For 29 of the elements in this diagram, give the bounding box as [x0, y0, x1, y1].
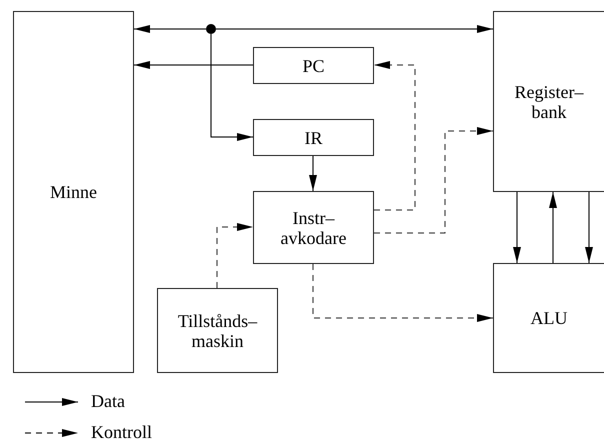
legend-label: Data: [91, 391, 125, 411]
junction-dot: [206, 24, 216, 34]
data-arrow: [309, 156, 317, 192]
legend-label: Kontroll: [91, 422, 152, 439]
control-arrow: [374, 127, 494, 234]
control-arrow: [374, 61, 416, 210]
block-box: [493, 11, 604, 192]
data-arrow: [210, 34, 254, 141]
data-arrow: [216, 25, 494, 33]
block-label: Tillstånds– maskin: [176, 310, 258, 350]
block-label: PC: [302, 56, 325, 76]
block-label: ALU: [530, 308, 568, 328]
data-arrow: [134, 61, 254, 69]
block-box: [253, 191, 374, 264]
block-box: [13, 11, 134, 373]
block-label: IR: [304, 128, 322, 148]
block-box: [253, 119, 374, 156]
block-label: Minne: [50, 182, 97, 202]
block-box: [493, 263, 604, 373]
control-arrow: [312, 264, 494, 322]
data-arrow: [585, 192, 593, 264]
block-box: [157, 288, 278, 373]
data-arrow: [134, 25, 206, 33]
control-arrow: [216, 223, 254, 288]
data-arrow: [513, 192, 521, 264]
block-box: [253, 47, 374, 84]
block-label: Instr– avkodare: [280, 208, 348, 248]
data-arrow: [549, 192, 557, 264]
block-label: Register– bank: [514, 82, 585, 122]
